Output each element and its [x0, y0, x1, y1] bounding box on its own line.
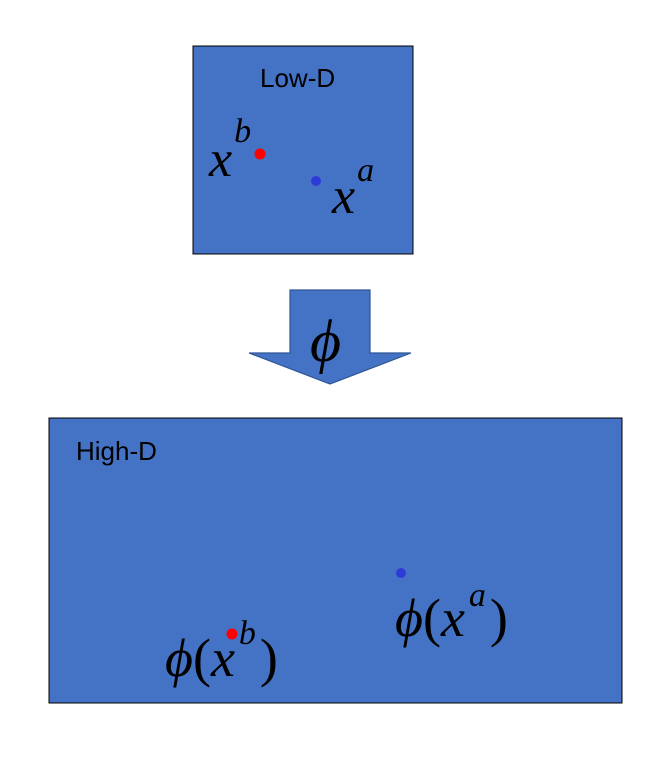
high-d-point-b-close: ) — [260, 628, 278, 688]
low-d-point-b-dot — [254, 148, 266, 160]
low-d-title: Low-D — [260, 63, 335, 93]
high-d-point-a-close: ) — [490, 588, 508, 648]
high-d-point-a-func: ϕ — [395, 588, 423, 648]
low-d-point-a-base: x — [331, 168, 355, 225]
low-d-space: Low-D xb xa — [192, 45, 414, 255]
high-d-point-b-open: ( — [193, 628, 211, 688]
high-d-title: High-D — [76, 436, 157, 466]
low-d-point-a-label: xa — [331, 152, 374, 225]
low-d-box — [192, 45, 414, 255]
high-d-point-b-func: ϕ — [165, 628, 193, 688]
high-d-point-b-base: x — [210, 628, 235, 688]
high-d-point-a-dot — [396, 568, 406, 578]
arrow-phi-symbol: ϕ — [310, 308, 341, 374]
high-d-point-a-sup: a — [469, 577, 486, 614]
high-d-point-b-dot — [226, 628, 238, 640]
low-d-point-a-dot — [311, 176, 321, 186]
low-d-point-b-sup: b — [234, 113, 251, 150]
high-d-point-a-base: x — [440, 588, 465, 648]
low-d-point-b-base: x — [208, 131, 232, 188]
high-d-box — [48, 417, 623, 704]
low-d-point-b-label: xb — [208, 113, 251, 188]
mapping-arrow: ϕ — [248, 289, 412, 385]
high-d-point-b-sup: b — [239, 615, 256, 652]
high-d-point-a-open: ( — [423, 588, 441, 648]
low-d-point-a-sup: a — [357, 152, 374, 189]
down-arrow-shape — [248, 289, 412, 385]
